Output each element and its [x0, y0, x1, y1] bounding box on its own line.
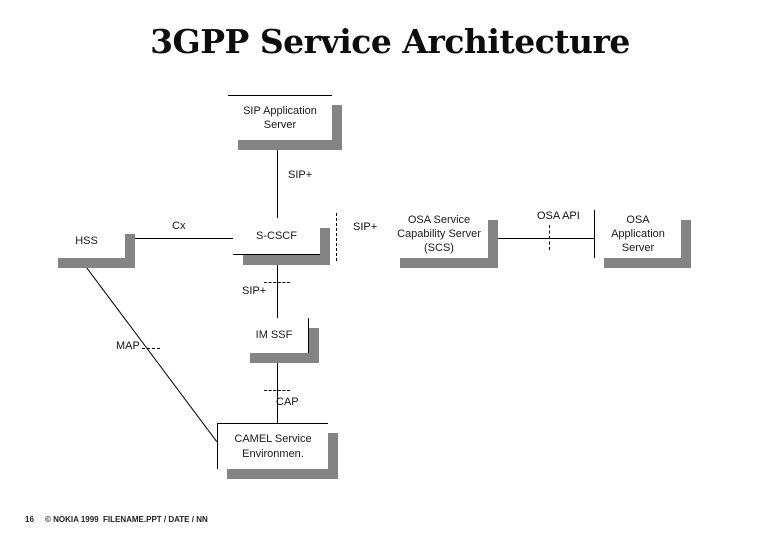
node-label-line: (SCS): [424, 242, 454, 255]
node-label-line: CAMEL Service: [234, 433, 312, 446]
node-label-line: HSS: [75, 234, 98, 247]
connector-imssf-camel: [277, 353, 278, 423]
node-label-line: S-CSCF: [256, 229, 297, 242]
connector-hss-camel-map: [79, 258, 218, 442]
node-label-line: Server: [621, 242, 655, 255]
filename-text: FILENAME.PPT / DATE / NN: [103, 515, 208, 524]
interface-label-map: MAP: [116, 340, 140, 352]
node-label-line: IM SSF: [255, 329, 293, 342]
interface-marker-sip-plus-right: [336, 213, 337, 261]
connector-scscf-imssf: [277, 254, 278, 318]
connector-sipappserver-scscf: [277, 139, 278, 218]
node-label-line: OSA Service: [407, 213, 471, 226]
interface-marker-cap: [264, 390, 290, 391]
node-label-line: SIP Application: [243, 104, 317, 117]
node-label-line: Capability Server: [397, 227, 481, 240]
interface-marker-map: [142, 348, 160, 349]
slide-footer: 16 © NOKIA 1999 FILENAME.PPT / DATE / NN: [0, 515, 780, 529]
node-osa-service-capability-server: OSA Service Capability Server (SCS): [390, 210, 488, 258]
node-label-line: Application: [611, 227, 665, 240]
node-sip-application-server: SIP Application Server: [228, 95, 332, 140]
node-s-cscf: S-CSCF: [233, 218, 320, 255]
interface-marker-osa-api: [549, 225, 550, 250]
interface-label-sip-plus-right: SIP+: [353, 221, 378, 233]
connector-scs-osaappserver: [489, 238, 594, 239]
interface-label-cap: CAP: [276, 396, 299, 408]
node-label-line: OSA: [626, 213, 650, 226]
interface-marker-sip-plus-mid: [264, 282, 290, 283]
node-label-line: Server: [263, 119, 297, 131]
node-camel-service-environment: CAMEL Service Environmen.: [217, 423, 328, 469]
node-label-line: Environmen.: [242, 447, 304, 460]
node-im-ssf: IM SSF: [240, 318, 309, 353]
interface-label-sip-plus-mid: SIP+: [242, 285, 267, 297]
connector-hss-scscf: [124, 238, 233, 239]
interface-label-cx: Cx: [172, 220, 186, 232]
interface-label-sip-plus-top: SIP+: [288, 169, 313, 181]
copyright-text: © NOKIA 1999: [45, 515, 99, 524]
slide-title: 3GPP Service Architecture: [150, 22, 630, 61]
node-hss: HSS: [48, 224, 125, 258]
interface-label-osa-api: OSA API: [537, 210, 580, 222]
node-osa-application-server: OSA Application Server: [594, 210, 681, 258]
page-number: 16: [25, 515, 34, 524]
